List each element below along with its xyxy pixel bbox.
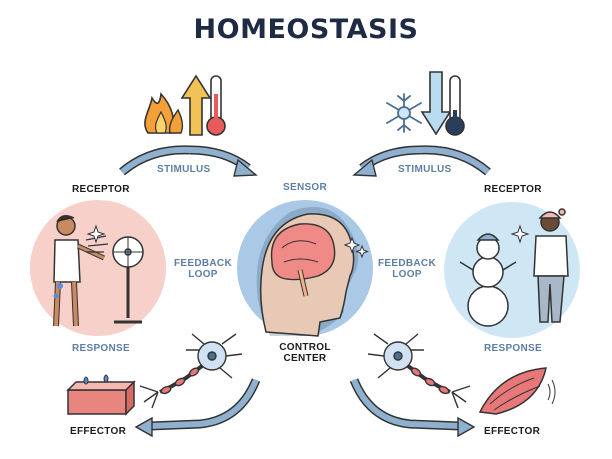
brain-icon [270, 223, 336, 281]
feedback-word: FEEDBACK [174, 258, 232, 269]
down-arrow-icon [420, 71, 452, 136]
response-label-right: RESPONSE [484, 343, 542, 354]
loop-word: LOOP [392, 269, 422, 280]
receptor-label-right: RECEPTOR [484, 184, 542, 195]
control-to-effector-arrow-left [134, 378, 261, 438]
cold-scene [444, 202, 580, 338]
sensor-label: SENSOR [283, 182, 328, 193]
effector-label-right: EFFECTOR [484, 426, 541, 437]
control-center-label: CONTROL CENTER [272, 342, 338, 364]
neuron-right [367, 333, 471, 409]
feedback-loop-label-right: FEEDBACK LOOP [376, 258, 438, 280]
neuron-left [139, 333, 243, 409]
fire-icon [144, 92, 184, 134]
response-label-left: RESPONSE [72, 343, 130, 354]
control-to-effector-arrow-right [349, 378, 476, 438]
thermometer-hot-icon [206, 75, 226, 136]
skin-sweat-icon [66, 374, 136, 416]
hot-person-icon [53, 215, 106, 327]
snowman-icon [459, 233, 517, 327]
sparkle-icon [86, 224, 106, 244]
stimulus-label-left: STIMULUS [157, 164, 211, 175]
stimulus-arrow-right [352, 145, 491, 177]
control-word: CONTROL [279, 342, 331, 353]
sparkle-icon [510, 224, 530, 244]
stimulus-label-right: STIMULUS [398, 164, 452, 175]
receptor-label-left: RECEPTOR [72, 184, 130, 195]
page-title: HOMEOSTASIS [193, 14, 419, 45]
loop-word: LOOP [188, 269, 218, 280]
sparkle-icon [343, 236, 361, 254]
stimulus-arrow-left [119, 145, 258, 177]
warm-scene [30, 200, 166, 336]
up-arrow-icon [180, 74, 212, 136]
effector-label-left: EFFECTOR [70, 426, 127, 437]
thermometer-cold-icon [445, 75, 465, 136]
snowflake-icon [386, 93, 422, 133]
fan-icon [112, 236, 144, 324]
cold-person-icon [533, 208, 569, 323]
center-word: CENTER [283, 353, 327, 364]
feedback-word: FEEDBACK [378, 258, 436, 269]
brain-scene [237, 200, 373, 337]
muscle-icon [478, 367, 556, 415]
feedback-loop-label-left: FEEDBACK LOOP [172, 258, 234, 280]
